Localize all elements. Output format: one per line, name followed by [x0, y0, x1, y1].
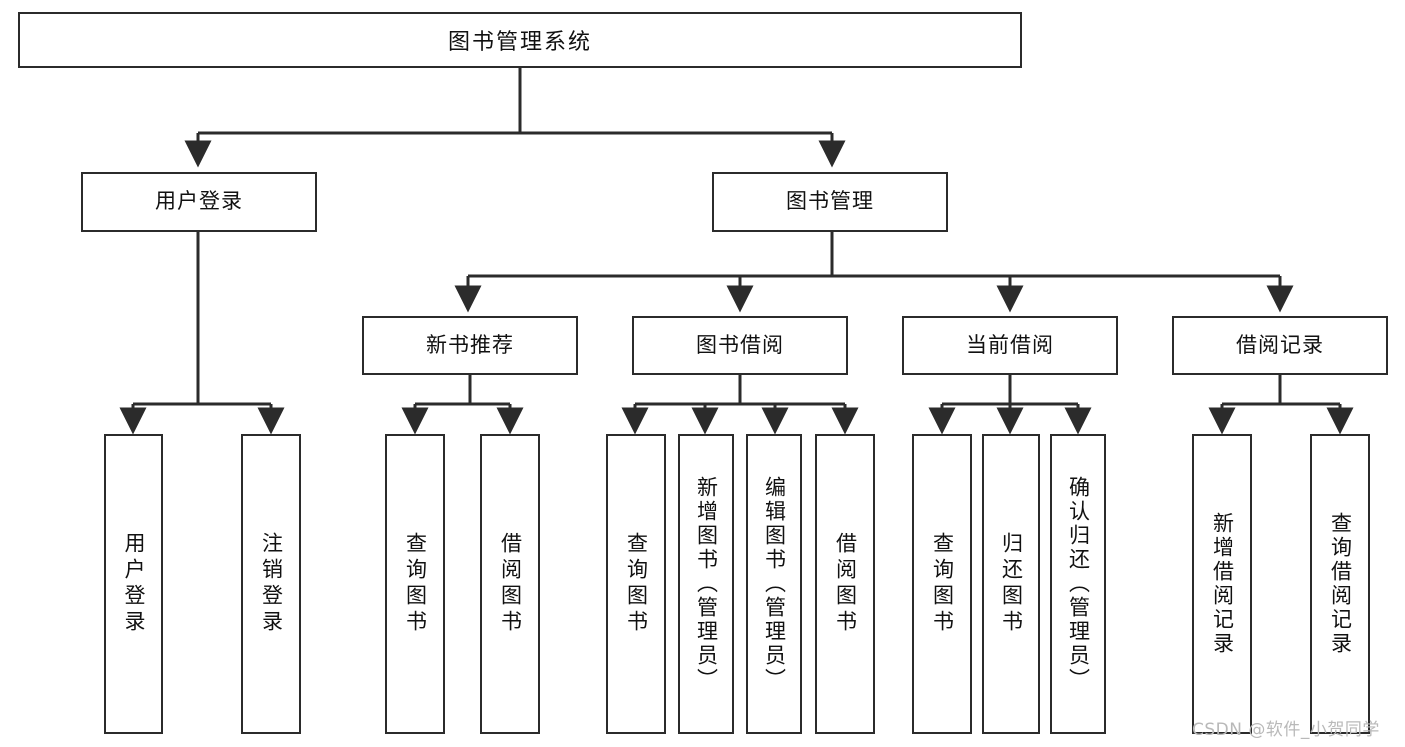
node-user-login[interactable]: 用户登录: [81, 172, 317, 232]
node-leaf-query-borrow-record[interactable]: 查询借阅记录: [1310, 434, 1370, 734]
node-leaf-borrow-book-recommend[interactable]: 借阅图书: [480, 434, 540, 734]
node-leaf-add-book-admin[interactable]: 新增图书（管理员）: [678, 434, 734, 734]
csdn-watermark: CSDN @软件_小贺同学: [1192, 720, 1380, 740]
node-label: 编辑图书（管理员）: [762, 476, 787, 692]
node-leaf-logout[interactable]: 注销登录: [241, 434, 301, 734]
node-label: 用户登录: [122, 532, 147, 636]
node-leaf-borrow-book[interactable]: 借阅图书: [815, 434, 875, 734]
node-label: 确认归还（管理员）: [1066, 476, 1091, 692]
node-label: 新书推荐: [426, 332, 514, 357]
node-label: 归还图书: [999, 532, 1024, 636]
node-label: 图书借阅: [696, 332, 784, 357]
node-current-borrow[interactable]: 当前借阅: [902, 316, 1118, 375]
node-label: 借阅图书: [498, 532, 523, 636]
node-label: 新增借阅记录: [1210, 512, 1235, 656]
node-leaf-add-borrow-record[interactable]: 新增借阅记录: [1192, 434, 1252, 734]
node-leaf-query-book-borrow[interactable]: 查询图书: [606, 434, 666, 734]
node-label: 查询图书: [624, 532, 649, 636]
node-label: 图书管理: [786, 189, 874, 214]
node-label: 查询图书: [930, 532, 955, 636]
node-label: 查询图书: [403, 532, 428, 636]
node-label: 注销登录: [259, 532, 284, 636]
node-label: 用户登录: [155, 189, 243, 214]
node-leaf-confirm-return-admin[interactable]: 确认归还（管理员）: [1050, 434, 1106, 734]
node-borrow-record[interactable]: 借阅记录: [1172, 316, 1388, 375]
node-book-borrow[interactable]: 图书借阅: [632, 316, 848, 375]
node-label: 当前借阅: [966, 332, 1054, 357]
node-label: 新增图书（管理员）: [694, 476, 719, 692]
node-label: 查询借阅记录: [1328, 512, 1353, 656]
node-book-management[interactable]: 图书管理: [712, 172, 948, 232]
node-new-book-recommend[interactable]: 新书推荐: [362, 316, 578, 375]
node-root-system[interactable]: 图书管理系统: [18, 12, 1022, 68]
node-leaf-query-book-current[interactable]: 查询图书: [912, 434, 972, 734]
node-leaf-query-book-recommend[interactable]: 查询图书: [385, 434, 445, 734]
node-leaf-edit-book-admin[interactable]: 编辑图书（管理员）: [746, 434, 802, 734]
node-label: 借阅图书: [833, 532, 858, 636]
node-leaf-user-login[interactable]: 用户登录: [104, 434, 163, 734]
node-label: 借阅记录: [1236, 332, 1324, 357]
node-leaf-return-book[interactable]: 归还图书: [982, 434, 1040, 734]
node-label: 图书管理系统: [447, 30, 592, 55]
